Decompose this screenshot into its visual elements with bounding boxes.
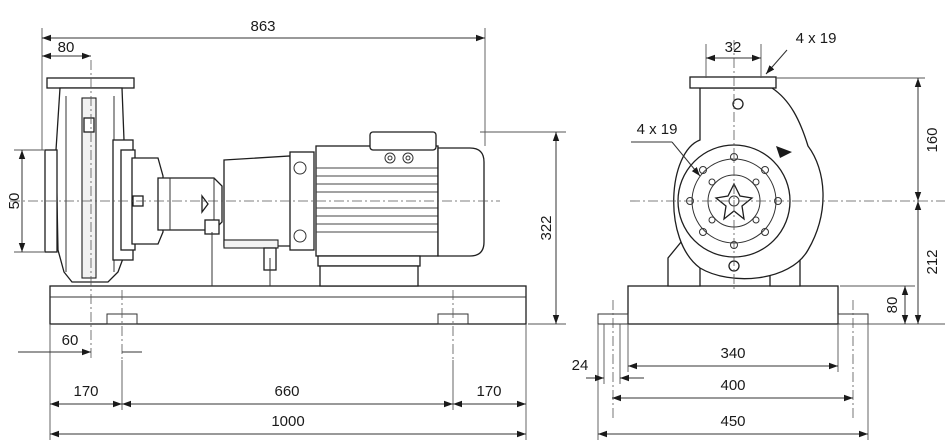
dim-base-width: 450	[720, 413, 745, 430]
front-view: 863 80 50 322 60 170 660 170 1000	[6, 18, 566, 440]
dim-base-height: 80	[884, 297, 901, 314]
dim-discharge-offset: 32	[725, 39, 742, 56]
dim-base-center: 660	[274, 383, 299, 400]
dim-base-end-right: 170	[476, 383, 501, 400]
dim-discharge-height: 160	[924, 127, 941, 152]
discharge-flange	[689, 76, 777, 89]
bearing-bracket	[131, 157, 223, 286]
dim-total-height: 322	[538, 215, 555, 240]
terminal-box	[369, 131, 437, 151]
motor	[223, 131, 485, 287]
dim-base-length: 1000	[271, 413, 304, 430]
dim-bolt-spacing: 340	[720, 345, 745, 362]
dim-base-width-inner: 400	[720, 377, 745, 394]
dim-suction-bolts: 4 x 19	[637, 121, 678, 138]
dim-discharge-bolts: 4 x 19	[796, 30, 837, 47]
base-plate	[49, 285, 527, 325]
dim-shaft-height: 212	[924, 249, 941, 274]
dim-suction-offset: 80	[58, 39, 75, 56]
dim-foot-offset: 60	[62, 332, 79, 349]
dim-bolt-hole: 24	[572, 357, 589, 374]
side-base-plate	[627, 285, 839, 325]
dim-suction-height: 50	[6, 193, 23, 210]
side-view: 32 4 x 19 4 x 19 160 212 80 24 340 400 4…	[572, 30, 945, 440]
dim-base-end-left: 170	[73, 383, 98, 400]
pump-casing	[44, 77, 136, 283]
dim-overall-length: 863	[250, 18, 275, 35]
